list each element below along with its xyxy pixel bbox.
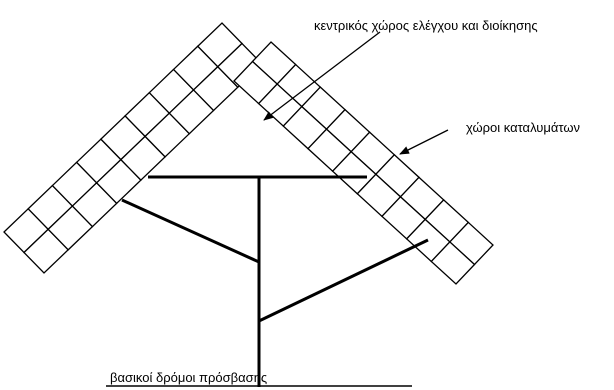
road-network (106, 175, 429, 387)
accommodation-cell (430, 241, 476, 285)
accommodation-pointer-arrow (399, 129, 449, 155)
accommodation-strip-right (233, 41, 494, 285)
control-center-label: κεντρικός χώρος ελέγχου και διοίκησης (314, 18, 538, 33)
road-branch-left (121, 198, 260, 264)
accommodation-label: χώροι καταλυμάτων (466, 120, 580, 135)
control-center-pointer-arrow (263, 31, 381, 121)
access-roads-label: βασικοί δρόμοι πρόσβασης (110, 370, 267, 385)
road-branch-right (258, 238, 429, 323)
accommodation-strip-left (3, 22, 263, 274)
